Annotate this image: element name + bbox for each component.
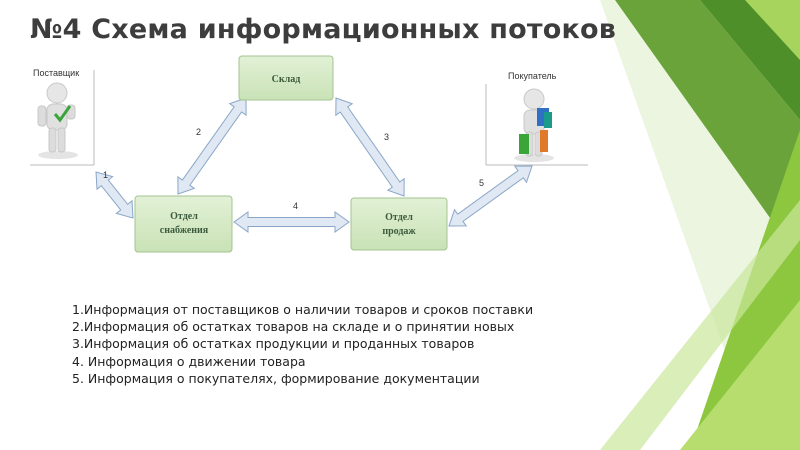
legend-item-2: 2.Информация об остатках товаров на скла… (72, 319, 515, 335)
legend-item-3: 3.Информация об остатках продукции и про… (72, 336, 475, 352)
arrow-5-double-arrow (448, 165, 533, 227)
supplier-label: Поставщик (33, 68, 79, 78)
supplier-figure-icon (37, 82, 78, 159)
legend-item-1: 1.Информация от поставщиков о наличии то… (72, 302, 534, 317)
sales-department-label-line2: продаж (382, 226, 416, 237)
arrow-4-double-arrow (233, 211, 350, 233)
buyer-label: Покупатель (508, 71, 557, 81)
arrow-4-number: 4 (293, 201, 298, 211)
arrow-1-double-arrow (95, 171, 134, 219)
legend-item-4: 4. Информация о движении товара (72, 353, 306, 369)
arrow-1-number: 1 (103, 170, 108, 180)
arrow-5-number: 5 (479, 178, 484, 188)
buyer-figure-icon (514, 88, 554, 162)
warehouse-label: Склад (272, 74, 301, 85)
supply-department-label-line1: Отдел (170, 211, 198, 222)
arrow-3-double-arrow (335, 97, 405, 197)
warehouse-box (238, 55, 334, 101)
supply-department-label-line2: снабжения (160, 225, 209, 236)
legend-item-5: 5. Информация о покупателях, формировани… (72, 370, 480, 386)
sales-department-box (350, 197, 448, 251)
arrow-3-number: 3 (384, 132, 389, 142)
sales-department-label-line1: Отдел (385, 212, 413, 223)
slide-title: №4 Схема информационных потоков (30, 14, 617, 45)
arrow-2-double-arrow (177, 97, 247, 195)
legend-list: 1.Информация от поставщиков о наличии то… (72, 301, 533, 387)
arrow-2-number: 2 (196, 127, 201, 137)
supply-department-box (134, 195, 233, 253)
